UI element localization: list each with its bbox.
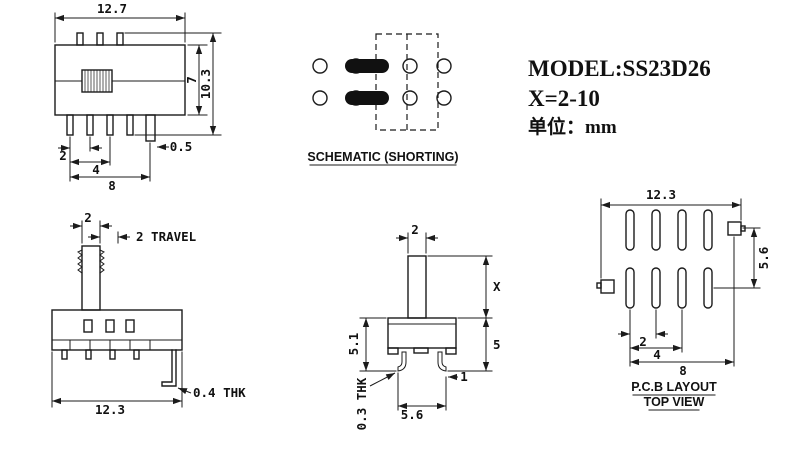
pcb-slots-top-row [625,209,713,251]
end-body [387,317,457,355]
front-dim-total-height: 10.3 [198,69,213,99]
pcb-caption: P.C.B LAYOUT TOP VIEW [631,380,717,411]
x-range: X=2-10 [528,86,600,111]
front-slider-knob [81,69,113,93]
pcb-dim-span8: 8 [679,363,687,378]
end-dimensions: 2 X 5 5.1 0.3 THK 5.6 1 [346,222,501,430]
front-dim-offset: 0.5 [170,139,193,154]
side-dimensions: 2 2 TRAVEL 12.3 0.4 THK [51,210,246,417]
front-bottom-pins [66,114,156,142]
front-dim-span4: 4 [92,162,100,177]
side-dim-length: 12.3 [95,402,125,417]
pcb-mounting-pads [596,221,746,294]
end-dim-height: 5.1 [346,333,361,356]
pcb-dim-pitch: 2 [639,334,647,349]
pcb-slots-bottom-row [625,267,713,309]
end-dim-drop: 5 [493,337,501,352]
end-actuator [407,255,427,319]
schematic-caption: SCHEMATIC (SHORTING) [307,150,458,164]
front-dim-body-height: 7 [184,76,199,84]
side-body [51,309,183,351]
pcb-dim-row-spacing: 5.6 [756,247,771,270]
end-dim-pin-thickness: 0.3 THK [354,377,369,430]
front-top-pins [76,32,124,46]
side-mounting-bracket [161,349,177,387]
end-dim-x: X [493,279,501,294]
unit-note: 单位：mm [528,115,617,138]
side-dim-travel: 2 TRAVEL [136,229,197,244]
model-number: MODEL:SS23D26 [528,56,711,81]
schematic-view: SCHEMATIC (SHORTING) [307,33,459,166]
side-dim-knob: 2 [84,210,92,225]
side-dim-thickness: 0.4 THK [193,385,246,400]
pcb-caption-line2: TOP VIEW [644,395,705,409]
pcb-dim-span4: 4 [653,347,661,362]
front-dimensions: 12.7 7 10.3 2 4 8 [54,1,222,193]
schematic-shorting-bars [345,59,389,105]
title-block: MODEL:SS23D26 X=2-10 单位：mm [528,56,711,138]
schematic-position-box [375,33,439,131]
side-view: 2 2 TRAVEL 12.3 0.4 THK [51,210,246,417]
pcb-caption-line1: P.C.B LAYOUT [631,380,717,394]
side-pins [61,349,177,387]
front-view: 12.7 7 10.3 2 4 8 [54,1,222,193]
end-dim-span: 5.6 [401,407,424,422]
front-dim-pitch: 2 [59,148,67,163]
pcb-view: 12.3 5.6 2 4 8 P.C.B LAYOUT TOP VIE [596,187,771,411]
end-view: 2 X 5 5.1 0.3 THK 5.6 1 [346,222,501,430]
end-dim-pin-width: 1 [460,369,468,384]
front-switch-body [54,32,186,142]
end-dim-knob: 2 [411,222,419,237]
pcb-dim-width: 12.3 [646,187,676,202]
pcb-dimensions: 12.3 5.6 2 4 8 [600,187,771,378]
front-dim-span8: 8 [108,178,116,193]
side-actuator [77,245,105,311]
end-pins [397,351,447,372]
front-dim-width: 12.7 [97,1,127,16]
